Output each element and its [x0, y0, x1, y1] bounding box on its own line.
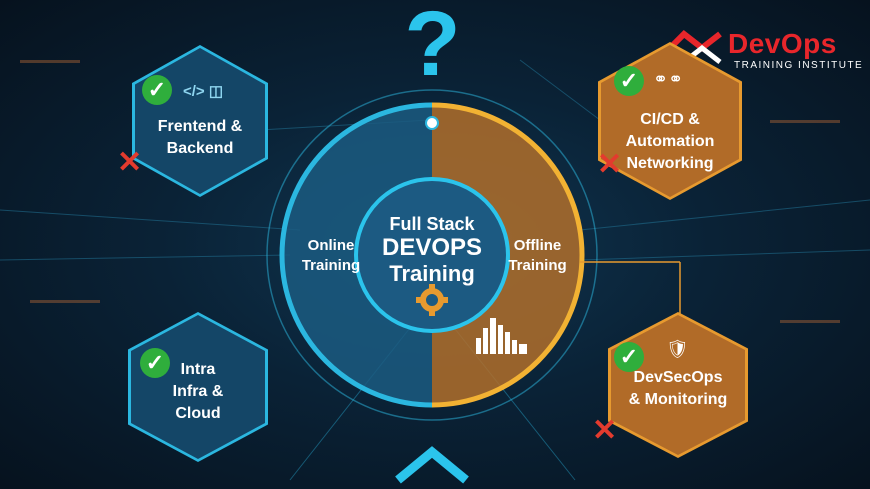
hex3-line1: Intra — [180, 361, 216, 378]
hex3-line2: Infra & — [172, 383, 224, 400]
hex2-line1: CI/CD & — [640, 111, 700, 128]
offline-label-line1: Offline — [513, 237, 562, 254]
cross-icon: ✕ — [597, 148, 623, 181]
online-label-line2: Training — [301, 257, 361, 274]
cross-icon: ✕ — [117, 146, 143, 179]
central-ring — [266, 89, 598, 421]
bar-skyline-icon — [476, 318, 527, 354]
hex1-line2: Backend — [166, 140, 234, 157]
check-icon: ✓ — [140, 348, 170, 378]
hex1-line1: Frentend & — [157, 118, 243, 135]
hex-frontend-backend: Frentend & Backend </> ◫ — [135, 48, 265, 194]
chevron-up-icon — [395, 446, 469, 484]
center-title: Full Stack DEVOPS Training — [372, 214, 492, 287]
offline-label-line2: Training — [508, 257, 567, 274]
check-icon: ✓ — [614, 66, 644, 96]
online-label-line1: Online — [307, 237, 355, 254]
hex2-line2: Automation — [625, 133, 715, 150]
pipeline-icon: ⚭⚭ — [653, 69, 684, 89]
center-line3: Training — [389, 261, 475, 286]
logo-subtitle: TRAINING INSTITUTE — [734, 60, 864, 71]
hex4-line2: & Monitoring — [628, 391, 728, 408]
center-line2: DEVOPS — [381, 234, 483, 261]
check-icon: ✓ — [614, 342, 644, 372]
cross-icon: ✕ — [592, 414, 618, 447]
hex3-line3: Cloud — [175, 405, 221, 422]
center-line1: Full Stack — [389, 214, 475, 234]
hex4-line1: DevSecOps — [633, 369, 723, 386]
lock-shield-icon: 🛡 — [666, 339, 689, 359]
hex2-line3: Networking — [626, 155, 714, 172]
check-icon: ✓ — [142, 75, 172, 105]
online-training-label: Online Training — [296, 236, 366, 276]
offline-training-label: Offline Training — [500, 236, 575, 276]
code-database-icon: </> ◫ — [183, 83, 224, 100]
logo-title: DevOps — [728, 28, 837, 59]
gear-icon — [416, 284, 448, 316]
question-mark-icon: ? — [404, 0, 461, 95]
